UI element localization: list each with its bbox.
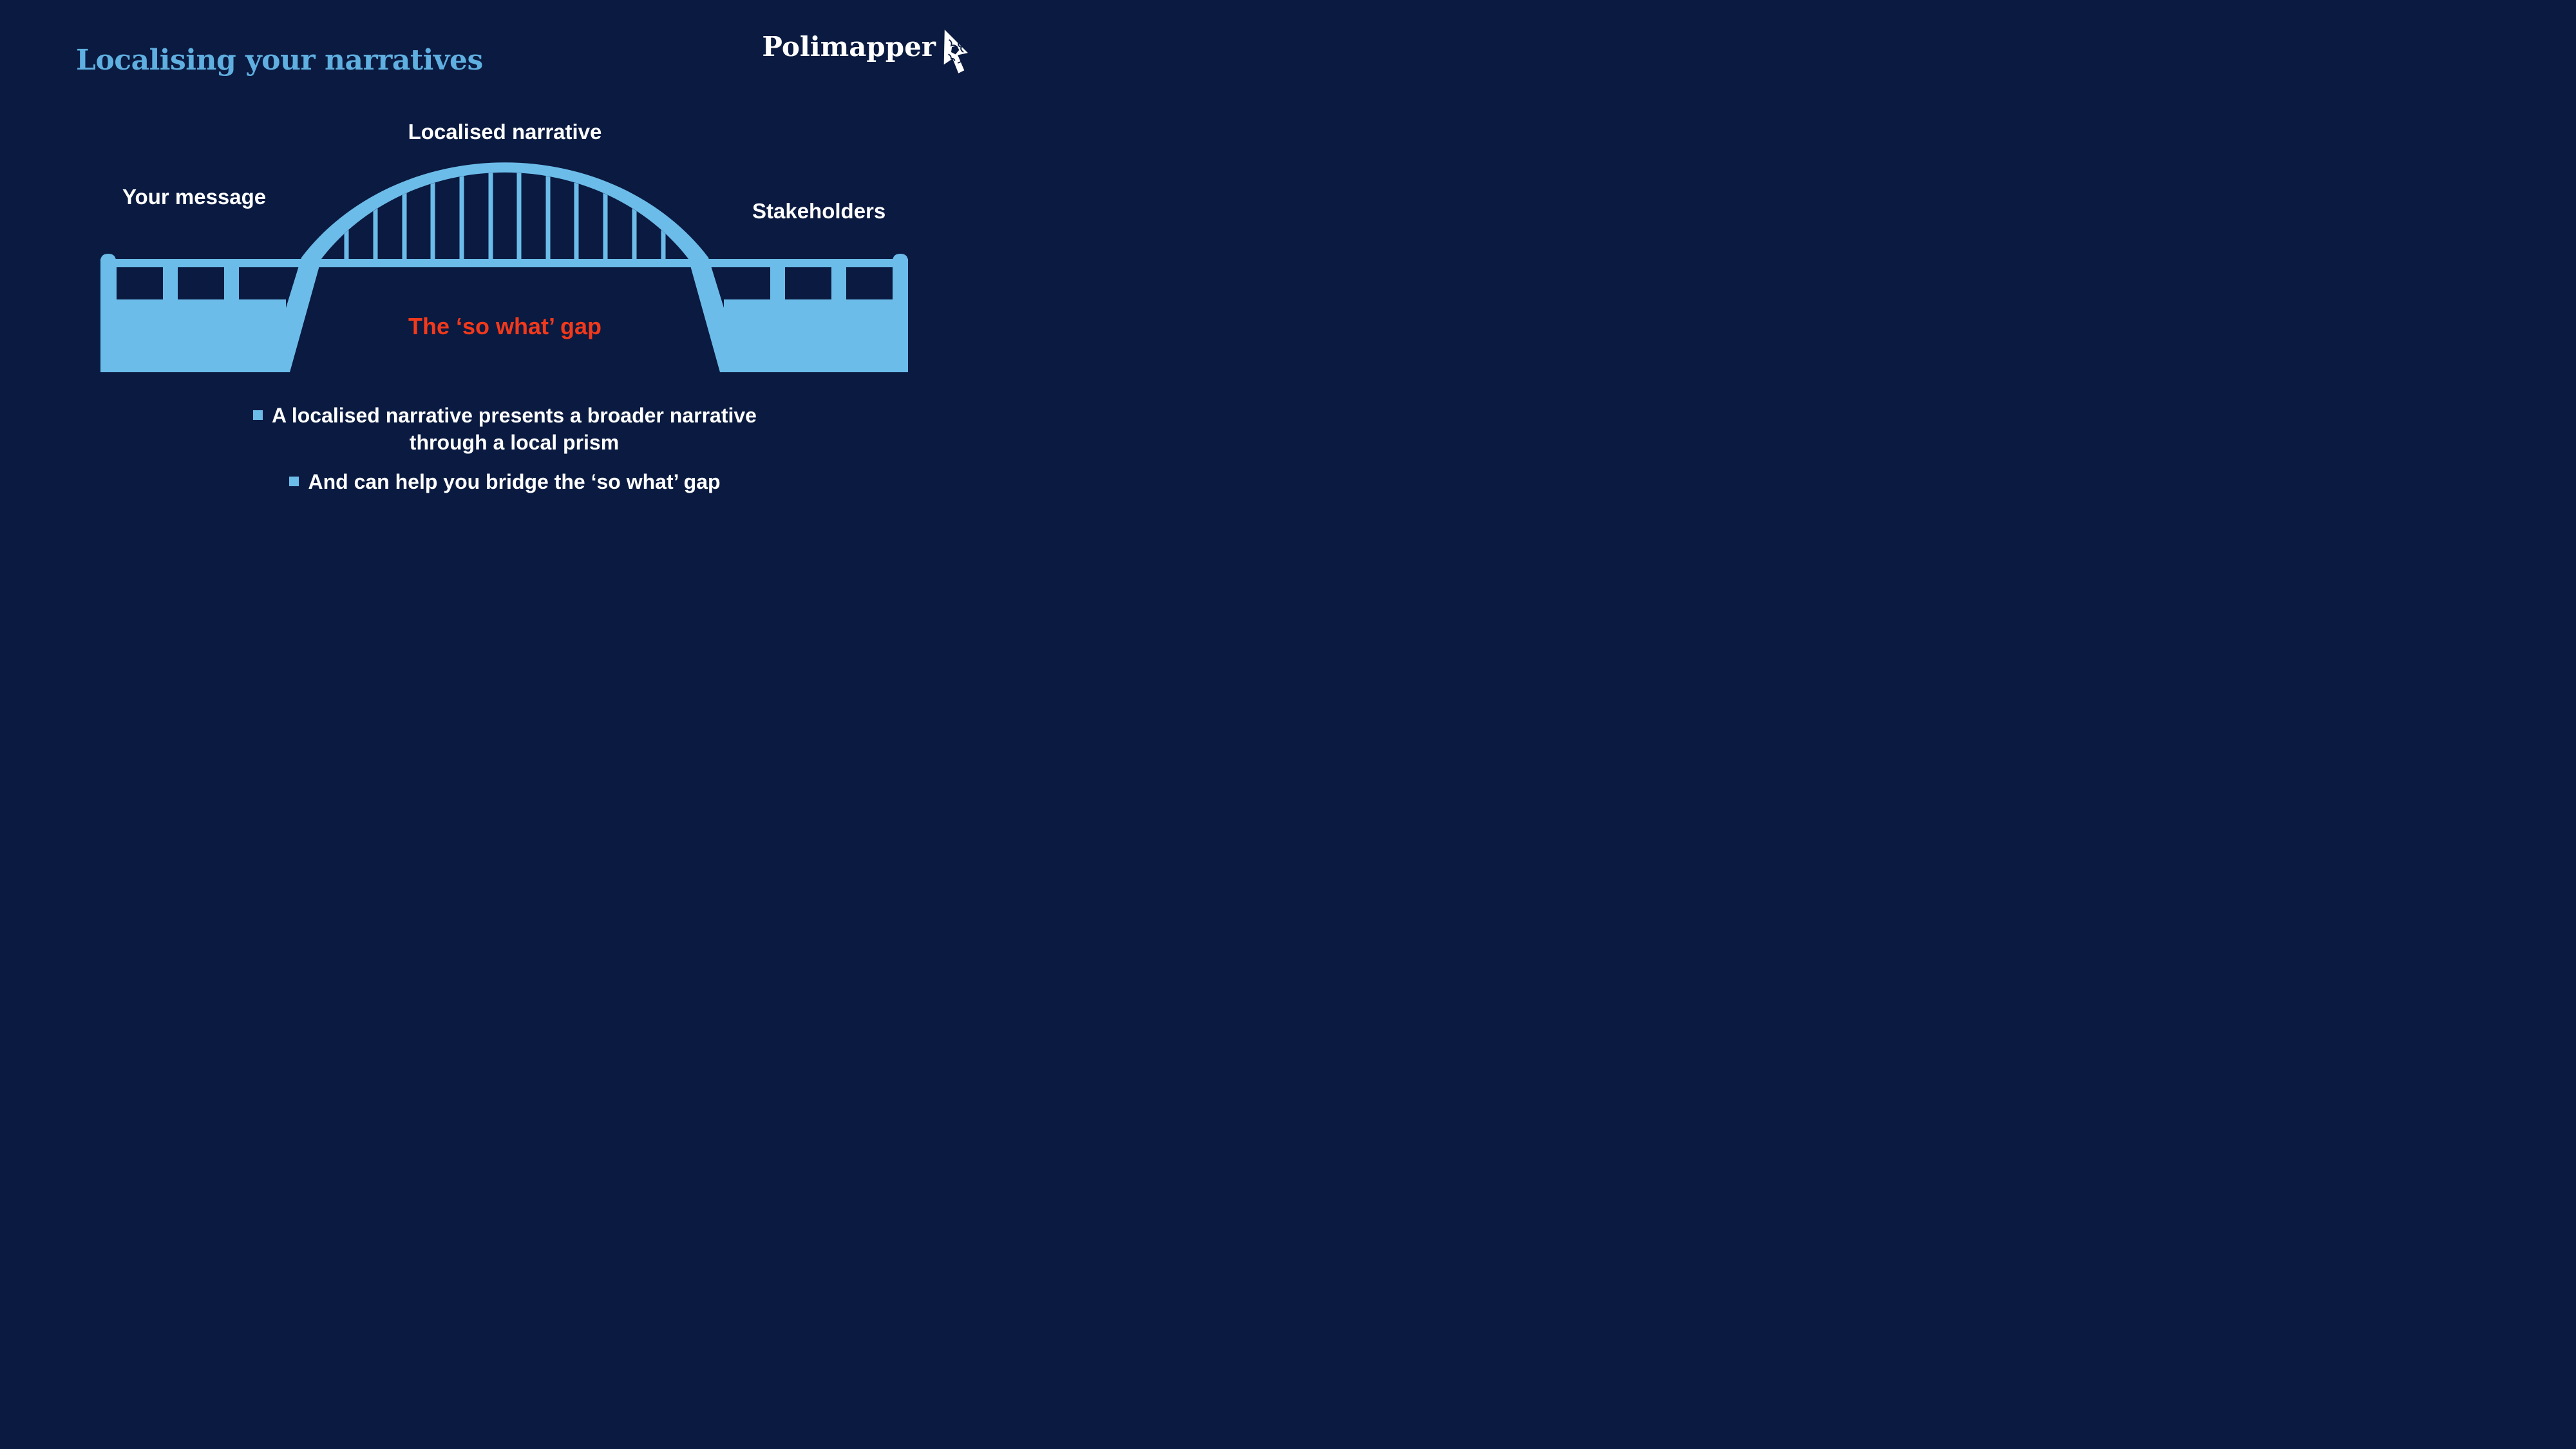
bridge-arch <box>286 162 724 372</box>
bullet-text: A localised narrative presents a broader… <box>272 402 757 456</box>
polimapper-wordmark: Polimapper <box>762 31 936 62</box>
bridge-deck <box>100 259 908 267</box>
bullet-item: And can help you bridge the ‘so what’ ga… <box>0 468 1010 495</box>
bullet-line: A localised narrative presents a broader… <box>272 404 757 427</box>
label-localised-narrative: Localised narrative <box>408 120 602 144</box>
map-cursor-icon <box>943 30 968 73</box>
slide-title: Localising your narratives <box>76 44 483 77</box>
bullet-text: And can help you bridge the ‘so what’ ga… <box>308 468 720 495</box>
bullet-item: A localised narrative presents a broader… <box>0 402 1010 456</box>
square-icon <box>289 477 299 486</box>
bullet-list: A localised narrative presents a broader… <box>0 402 1010 495</box>
bullet-line: through a local prism <box>409 431 620 454</box>
so-what-gap-label: The ‘so what’ gap <box>408 313 602 339</box>
slide: Localising your narratives Polimapper Lo… <box>0 0 1010 568</box>
label-stakeholders: Stakeholders <box>752 199 886 223</box>
bullet-line: And can help you bridge the ‘so what’ ga… <box>308 470 721 493</box>
polimapper-logo: Polimapper <box>762 30 974 75</box>
bridge-diagram <box>100 162 908 372</box>
square-icon <box>253 410 263 420</box>
label-your-message: Your message <box>122 185 267 209</box>
